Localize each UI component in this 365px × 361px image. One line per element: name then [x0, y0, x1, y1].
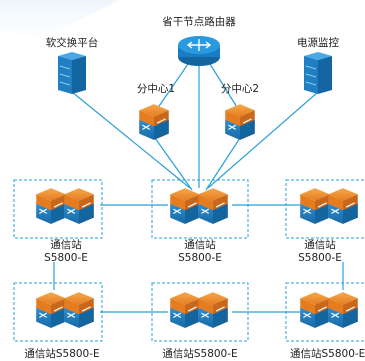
station-box-bottom-3: [285, 282, 365, 342]
switch-icon: [169, 187, 201, 225]
station-box-top-2: [151, 179, 249, 239]
station-boxes: [13, 179, 365, 342]
station-top-3-model: S5800-E: [298, 252, 342, 264]
link-router-power: [207, 91, 319, 189]
switch-icon: [63, 187, 95, 225]
switch-icon: [299, 187, 331, 225]
station-top-2-name: 通信站: [184, 239, 216, 251]
sub-center-1-label: 分中心1: [136, 83, 176, 95]
sub-center-2-label: 分中心2: [220, 83, 260, 95]
switch-icon: [299, 291, 331, 329]
switch-icon: [327, 291, 359, 329]
softswitch-label: 软交换平台: [45, 37, 99, 49]
switch-icon: [224, 103, 256, 141]
station-box-top-1: [13, 179, 103, 239]
switch-icon: [197, 291, 229, 329]
power-monitor-label: 电源监控: [297, 37, 339, 49]
core-router-label: 省干节点路由器: [162, 16, 236, 28]
server-rack-icon: [304, 52, 332, 94]
station-bottom-3-label: 通信站S5800-E: [290, 348, 365, 360]
switch-icon: [138, 103, 170, 141]
station-top-3-name: 通信站: [304, 239, 336, 251]
link-router-softswitch: [71, 91, 191, 189]
station-top-2-model: S5800-E: [178, 252, 222, 264]
station-top-1-name: 通信站: [50, 239, 82, 251]
station-bottom-2-label: 通信站S5800-E: [162, 348, 238, 360]
station-box-top-3: [285, 179, 365, 239]
station-bottom-1-label: 通信站S5800-E: [24, 348, 100, 360]
switch-icon: [35, 187, 67, 225]
station-box-bottom-1: [13, 282, 103, 342]
switch-icon: [327, 187, 359, 225]
link-router-center1: [154, 63, 189, 113]
links: [53, 63, 344, 313]
link-router-center2: [209, 63, 241, 113]
switch-icon: [63, 291, 95, 329]
switch-icon: [197, 187, 229, 225]
link-center1-station2: [154, 137, 193, 191]
switch-icon: [35, 291, 67, 329]
switch-icon: [169, 291, 201, 329]
link-center2-station2: [205, 137, 241, 191]
server-rack-icon: [58, 52, 86, 94]
station-top-1-model: S5800-E: [44, 252, 88, 264]
router-icon: [178, 36, 220, 66]
station-box-bottom-2: [151, 282, 249, 342]
